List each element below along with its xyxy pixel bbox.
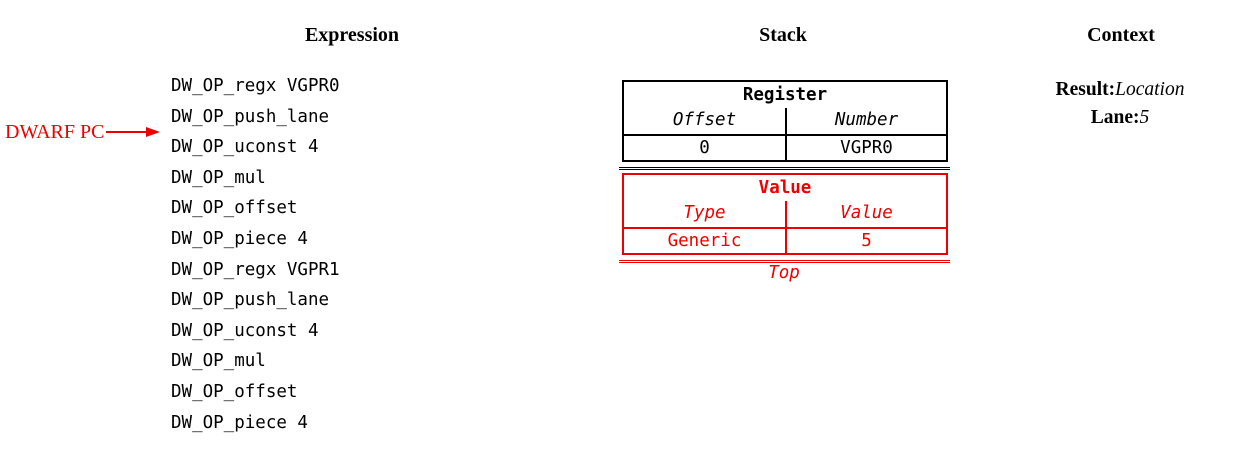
expression-column-title: Expression	[304, 24, 400, 46]
number-column-label: Number	[785, 108, 946, 134]
offset-column-label: Offset	[672, 110, 737, 130]
expression-item: DW_OP_piece 4	[171, 412, 308, 433]
expression-item: DW_OP_offset	[171, 198, 298, 219]
value-column-label: Value	[785, 201, 946, 227]
type-column-label: Type	[683, 203, 726, 223]
context-result-line: Result:Location	[1056, 77, 1185, 105]
lane-label: Lane:	[1090, 106, 1140, 128]
stack-top-label: Top	[768, 263, 800, 283]
stack-entry-label-row: Offset Number	[624, 108, 946, 134]
dwarf-pc-marker: DWARF PC	[5, 121, 161, 143]
stack-entry-header: Register	[742, 85, 828, 105]
stack-entry-header: Value	[758, 178, 812, 198]
expression-item: DW_OP_uconst 4	[171, 320, 319, 341]
stack-entry-register: Register Offset Number 0 VGPR0	[622, 80, 948, 162]
number-value: VGPR0	[785, 136, 946, 160]
stack-entry-value-row: Generic 5	[624, 227, 946, 253]
stack-top-separator	[619, 259, 950, 263]
arrow-line	[106, 130, 147, 134]
stack-column-title: Stack	[759, 24, 807, 46]
result-value: Location	[1115, 79, 1185, 100]
expression-item: DW_OP_uconst 4	[171, 137, 319, 158]
expression-item: DW_OP_push_lane	[171, 290, 330, 311]
stack-entry-value-row: 0 VGPR0	[624, 134, 946, 160]
lane-value: 5	[1139, 106, 1150, 128]
context-lane-line: Lane:5	[1056, 105, 1185, 133]
offset-value: 0	[699, 138, 710, 158]
context-column-title: Context	[1087, 24, 1155, 46]
arrow-right-icon	[146, 127, 161, 137]
expression-item: DW_OP_mul	[171, 167, 266, 188]
value-value: 5	[785, 229, 946, 253]
stack-entry-value: Value Type Value Generic 5	[622, 173, 948, 255]
type-value: Generic	[667, 231, 742, 251]
stack-entry-separator	[619, 166, 950, 170]
dwarf-pc-label: DWARF PC	[5, 121, 105, 143]
expression-item: DW_OP_push_lane	[171, 106, 330, 127]
result-label: Result:	[1055, 79, 1116, 100]
expression-item: DW_OP_offset	[171, 381, 298, 402]
stack-entry-label-row: Type Value	[624, 201, 946, 227]
expression-item: DW_OP_regx VGPR0	[171, 76, 340, 96]
expression-item: DW_OP_mul	[171, 351, 266, 372]
expression-item: DW_OP_piece 4	[171, 228, 308, 249]
context-block: Result:Location Lane:5	[1056, 77, 1185, 132]
expression-item: DW_OP_regx VGPR1	[171, 259, 340, 280]
